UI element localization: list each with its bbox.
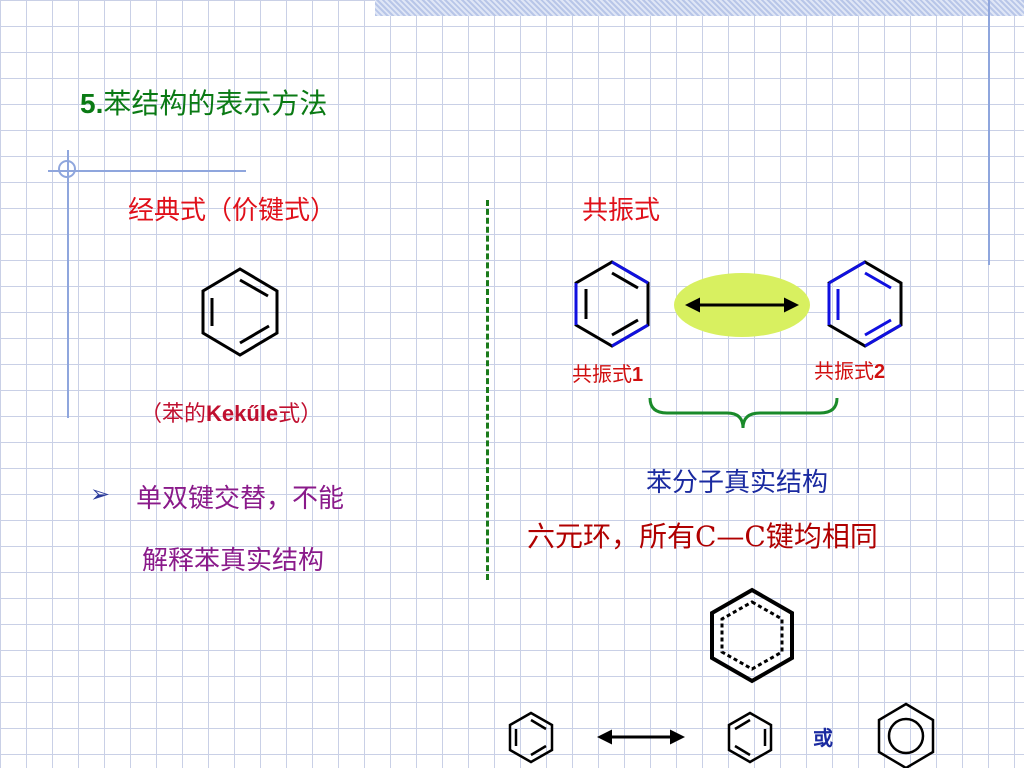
left-horizontal-line (48, 170, 246, 172)
kekule-heading: 经典式（价键式） (128, 196, 337, 226)
resonance-benzene-1-icon (574, 260, 650, 348)
bullet-text-line1: 单双键交替，不能 (136, 484, 345, 514)
right-arrowhead-icon: ➢ (90, 480, 111, 508)
resonance-label-1-number: 1 (632, 364, 644, 386)
resonance-heading: 共振式 (582, 196, 661, 226)
title-number: 5. (80, 88, 104, 119)
delocalized-benzene-icon (710, 587, 794, 684)
or-label: 或 (813, 726, 833, 750)
benzene-circle-icon (877, 702, 935, 768)
crosshair-decoration (58, 160, 76, 178)
kekule-caption: （苯的Kekűle式） (140, 396, 322, 428)
resonance-label-2-text: 共振式 (814, 359, 874, 383)
small-kekule-benzene-2-icon (727, 711, 773, 764)
resonance-label-1-text: 共振式 (572, 362, 632, 386)
section-divider (486, 200, 489, 580)
kekule-caption-suffix: 式） (278, 402, 323, 427)
real-structure-label: 苯分子真实结构 (646, 468, 829, 498)
small-kekule-benzene-1-icon (508, 711, 554, 764)
right-decorative-line (988, 0, 990, 265)
resonance-label-2-number: 2 (874, 361, 886, 383)
top-decorative-bar (375, 0, 1024, 16)
resonance-benzene-2-icon (827, 260, 903, 348)
kekule-caption-name: Kekűle (206, 401, 279, 426)
ring-description: 六元环，所有C—C键均相同 (527, 520, 878, 553)
slide-title: 5.苯结构的表示方法 (80, 82, 327, 122)
resonance-label-2: 共振式2 (814, 355, 885, 384)
resonance-label-1: 共振式1 (572, 358, 643, 387)
kekule-benzene-icon (201, 267, 279, 357)
left-decorative-line (67, 150, 69, 418)
kekule-caption-prefix: （苯的 (140, 402, 207, 427)
title-text: 苯结构的表示方法 (103, 87, 328, 120)
bullet-text-line2: 解释苯真实结构 (142, 546, 325, 576)
curly-brace (648, 397, 839, 429)
